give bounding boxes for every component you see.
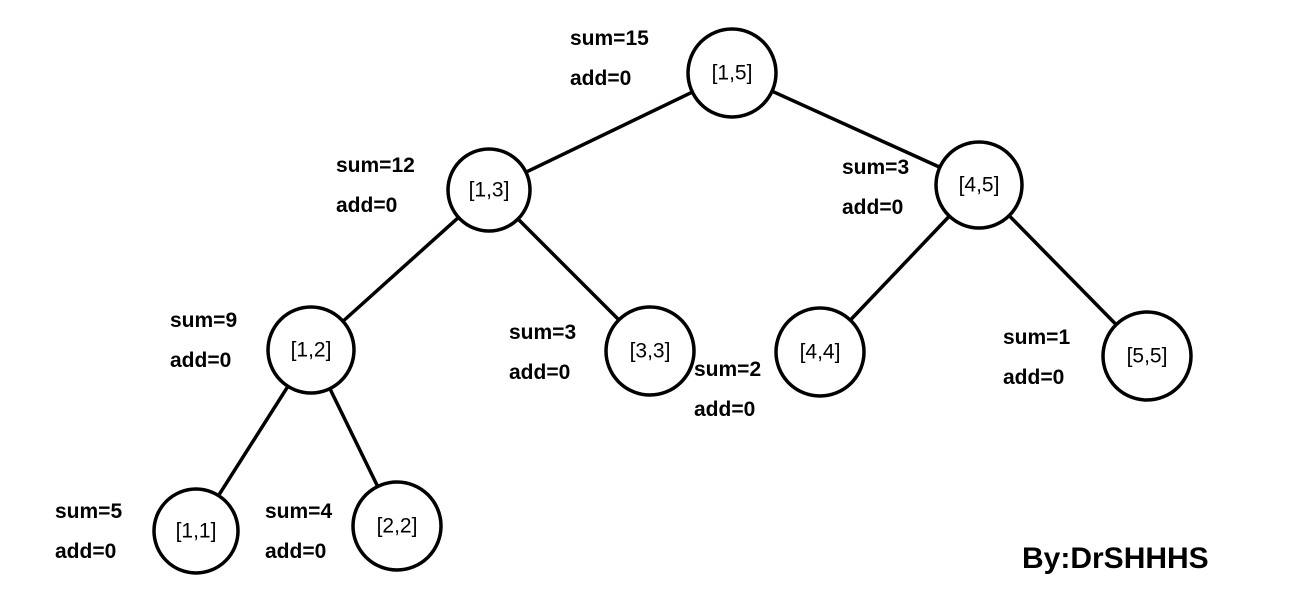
node-add-label: add=0 [842, 196, 903, 219]
node-interval-label: [1,5] [712, 62, 753, 85]
tree-node-n44: [4,4] [774, 306, 866, 398]
tree-edge-n45-n55 [1007, 213, 1118, 327]
node-circle [152, 487, 240, 575]
tree-node-n33: [3,3] [604, 305, 696, 397]
node-interval-label: [4,5] [959, 174, 1000, 197]
tree-edge-n12-n22 [328, 386, 380, 489]
node-sum-label: sum=3 [509, 321, 576, 344]
node-add-label: add=0 [570, 67, 631, 90]
tree-node-n22: [2,2] [351, 480, 443, 572]
node-sum-label: sum=5 [55, 500, 122, 523]
node-circle [446, 147, 532, 233]
node-info-labels: sum=15 add=0 sum=12 add=0 sum=3 add=0 sum=9 add… [55, 27, 1070, 563]
node-interval-label: [3,3] [630, 340, 671, 363]
node-sum-label: sum=15 [570, 27, 649, 50]
node-sum-label: sum=12 [336, 154, 415, 177]
tree-node-n55: [5,5] [1101, 310, 1193, 402]
node-circle [934, 140, 1024, 230]
node-circle [686, 27, 778, 119]
author-credit: By:DrSHHHS [1022, 542, 1209, 575]
node-interval-label: [2,2] [377, 515, 418, 538]
node-add-label: add=0 [1003, 366, 1064, 389]
node-sum-label: sum=9 [170, 309, 237, 332]
tree-edge-n45-n44 [848, 214, 952, 322]
tree-edge-n15-n13 [524, 90, 695, 174]
tree-edge-n13-n12 [341, 215, 461, 324]
tree-node-n15: [1,5] [686, 27, 778, 119]
node-interval-label: [1,2] [291, 339, 332, 362]
node-add-label: add=0 [55, 540, 116, 563]
node-sum-label: sum=3 [842, 156, 909, 179]
node-sum-label: sum=1 [1003, 326, 1070, 349]
tree-edge-n12-n11 [216, 384, 290, 498]
tree-edge-n15-n45 [770, 89, 942, 169]
tree-nodes: [1,5] [1,3] [4,5] [1,2] [3,3] [4,4] [5,5] [1,1]… [152, 27, 1193, 575]
node-add-label: add=0 [170, 349, 231, 372]
node-circle [266, 305, 356, 395]
tree-edge-n13-n33 [516, 217, 621, 322]
node-add-label: add=0 [694, 398, 755, 421]
tree-node-n12: [1,2] [266, 305, 356, 395]
tree-node-n13: [1,3] [446, 147, 532, 233]
node-circle [1101, 310, 1193, 402]
node-add-label: add=0 [265, 540, 326, 563]
tree-edges [216, 89, 1118, 498]
tree-node-n11: [1,1] [152, 487, 240, 575]
node-sum-label: sum=4 [265, 500, 332, 523]
node-interval-label: [1,1] [176, 520, 217, 543]
node-circle [351, 480, 443, 572]
node-interval-label: [5,5] [1127, 345, 1168, 368]
node-circle [604, 305, 696, 397]
node-interval-label: [4,4] [800, 341, 841, 364]
node-circle [774, 306, 866, 398]
node-add-label: add=0 [336, 194, 397, 217]
node-sum-label: sum=2 [694, 358, 761, 381]
node-interval-label: [1,3] [469, 179, 510, 202]
tree-node-n45: [4,5] [934, 140, 1024, 230]
node-add-label: add=0 [509, 361, 570, 384]
